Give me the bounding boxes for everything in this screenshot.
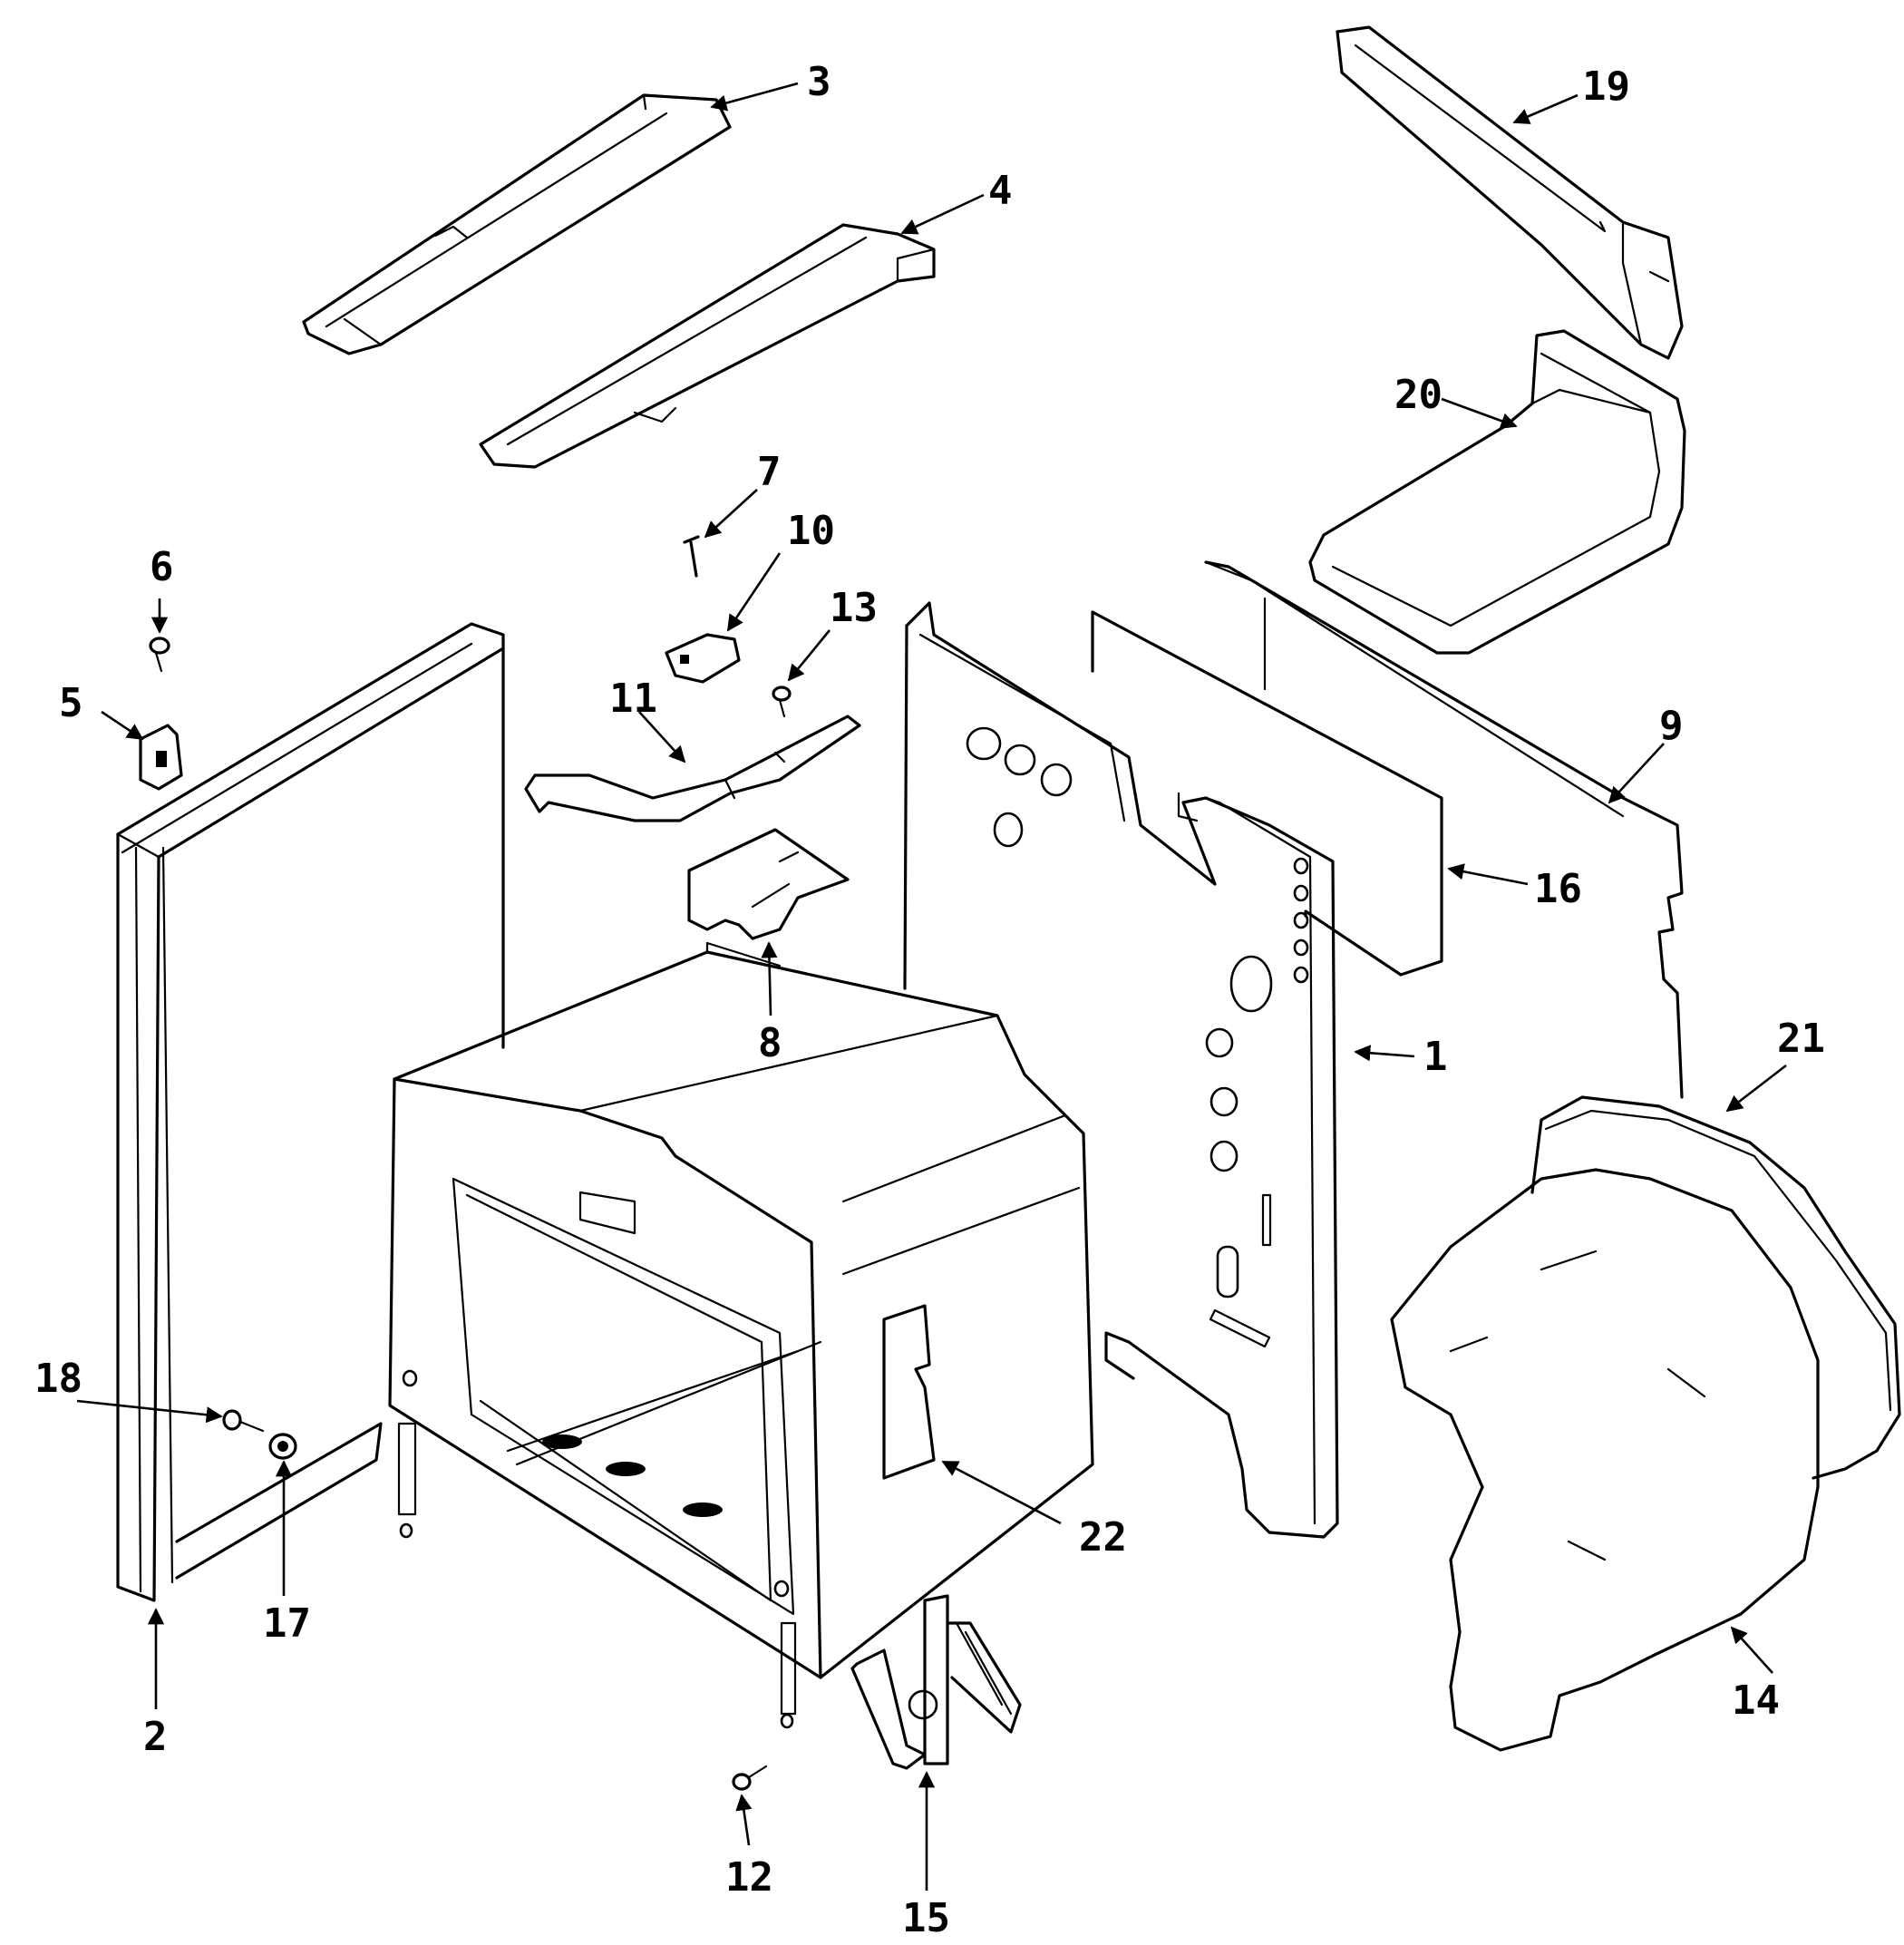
callout-2: 2 xyxy=(143,1714,168,1760)
callout-3: 3 xyxy=(807,59,831,105)
callout-21: 21 xyxy=(1777,1016,1825,1062)
callout-7: 7 xyxy=(757,449,782,495)
part-16-insulation-panel xyxy=(1091,610,1443,977)
callout-11: 11 xyxy=(609,676,657,722)
part-22-side-insulation xyxy=(882,1304,936,1480)
callout-labels: 1 2 3 4 5 6 7 8 9 10 11 12 13 14 15 16 1… xyxy=(34,59,1825,1941)
callout-20: 20 xyxy=(1394,372,1443,418)
part-1-back-frame xyxy=(903,601,1339,1539)
oven-cavity xyxy=(388,941,1094,1729)
part-21-door-seal xyxy=(1530,1095,1901,1480)
part-17-bushing xyxy=(268,1433,297,1460)
callout-5: 5 xyxy=(59,680,83,726)
part-11-lever-arm xyxy=(524,715,861,822)
callout-8: 8 xyxy=(758,1020,782,1066)
callout-6: 6 xyxy=(150,544,174,590)
callout-18: 18 xyxy=(34,1356,83,1402)
part-19-upper-duct xyxy=(1336,25,1684,360)
part-10-switch xyxy=(665,633,741,684)
callout-17: 17 xyxy=(263,1600,311,1647)
callout-16: 16 xyxy=(1534,866,1582,912)
callout-19: 19 xyxy=(1582,63,1630,110)
part-3-top-rail xyxy=(302,93,732,355)
part-5-bracket xyxy=(139,724,183,791)
part-7-screw xyxy=(683,535,700,578)
part-9-side-panel xyxy=(1204,560,1684,1099)
callout-22: 22 xyxy=(1079,1514,1127,1561)
part-2-front-face-frame xyxy=(116,622,505,1602)
callout-4: 4 xyxy=(988,168,1013,214)
part-14-insulation-blanket xyxy=(1390,1168,1820,1752)
callout-leaders xyxy=(76,82,1787,1891)
part-18-screw xyxy=(222,1409,265,1433)
part-12-screw xyxy=(732,1765,768,1791)
part-4-second-rail xyxy=(479,223,936,469)
part-15-hinge xyxy=(850,1594,1022,1770)
callout-10: 10 xyxy=(787,508,835,554)
callout-15: 15 xyxy=(902,1895,950,1941)
part-13-screw xyxy=(772,686,792,718)
callout-1: 1 xyxy=(1423,1034,1448,1080)
part-6-screw xyxy=(149,637,170,673)
callout-12: 12 xyxy=(725,1854,773,1901)
callout-14: 14 xyxy=(1732,1678,1780,1724)
callout-9: 9 xyxy=(1659,703,1684,749)
part-8-latch-plate xyxy=(687,828,850,940)
part-20-lower-duct xyxy=(1308,329,1686,655)
callout-13: 13 xyxy=(830,585,878,631)
